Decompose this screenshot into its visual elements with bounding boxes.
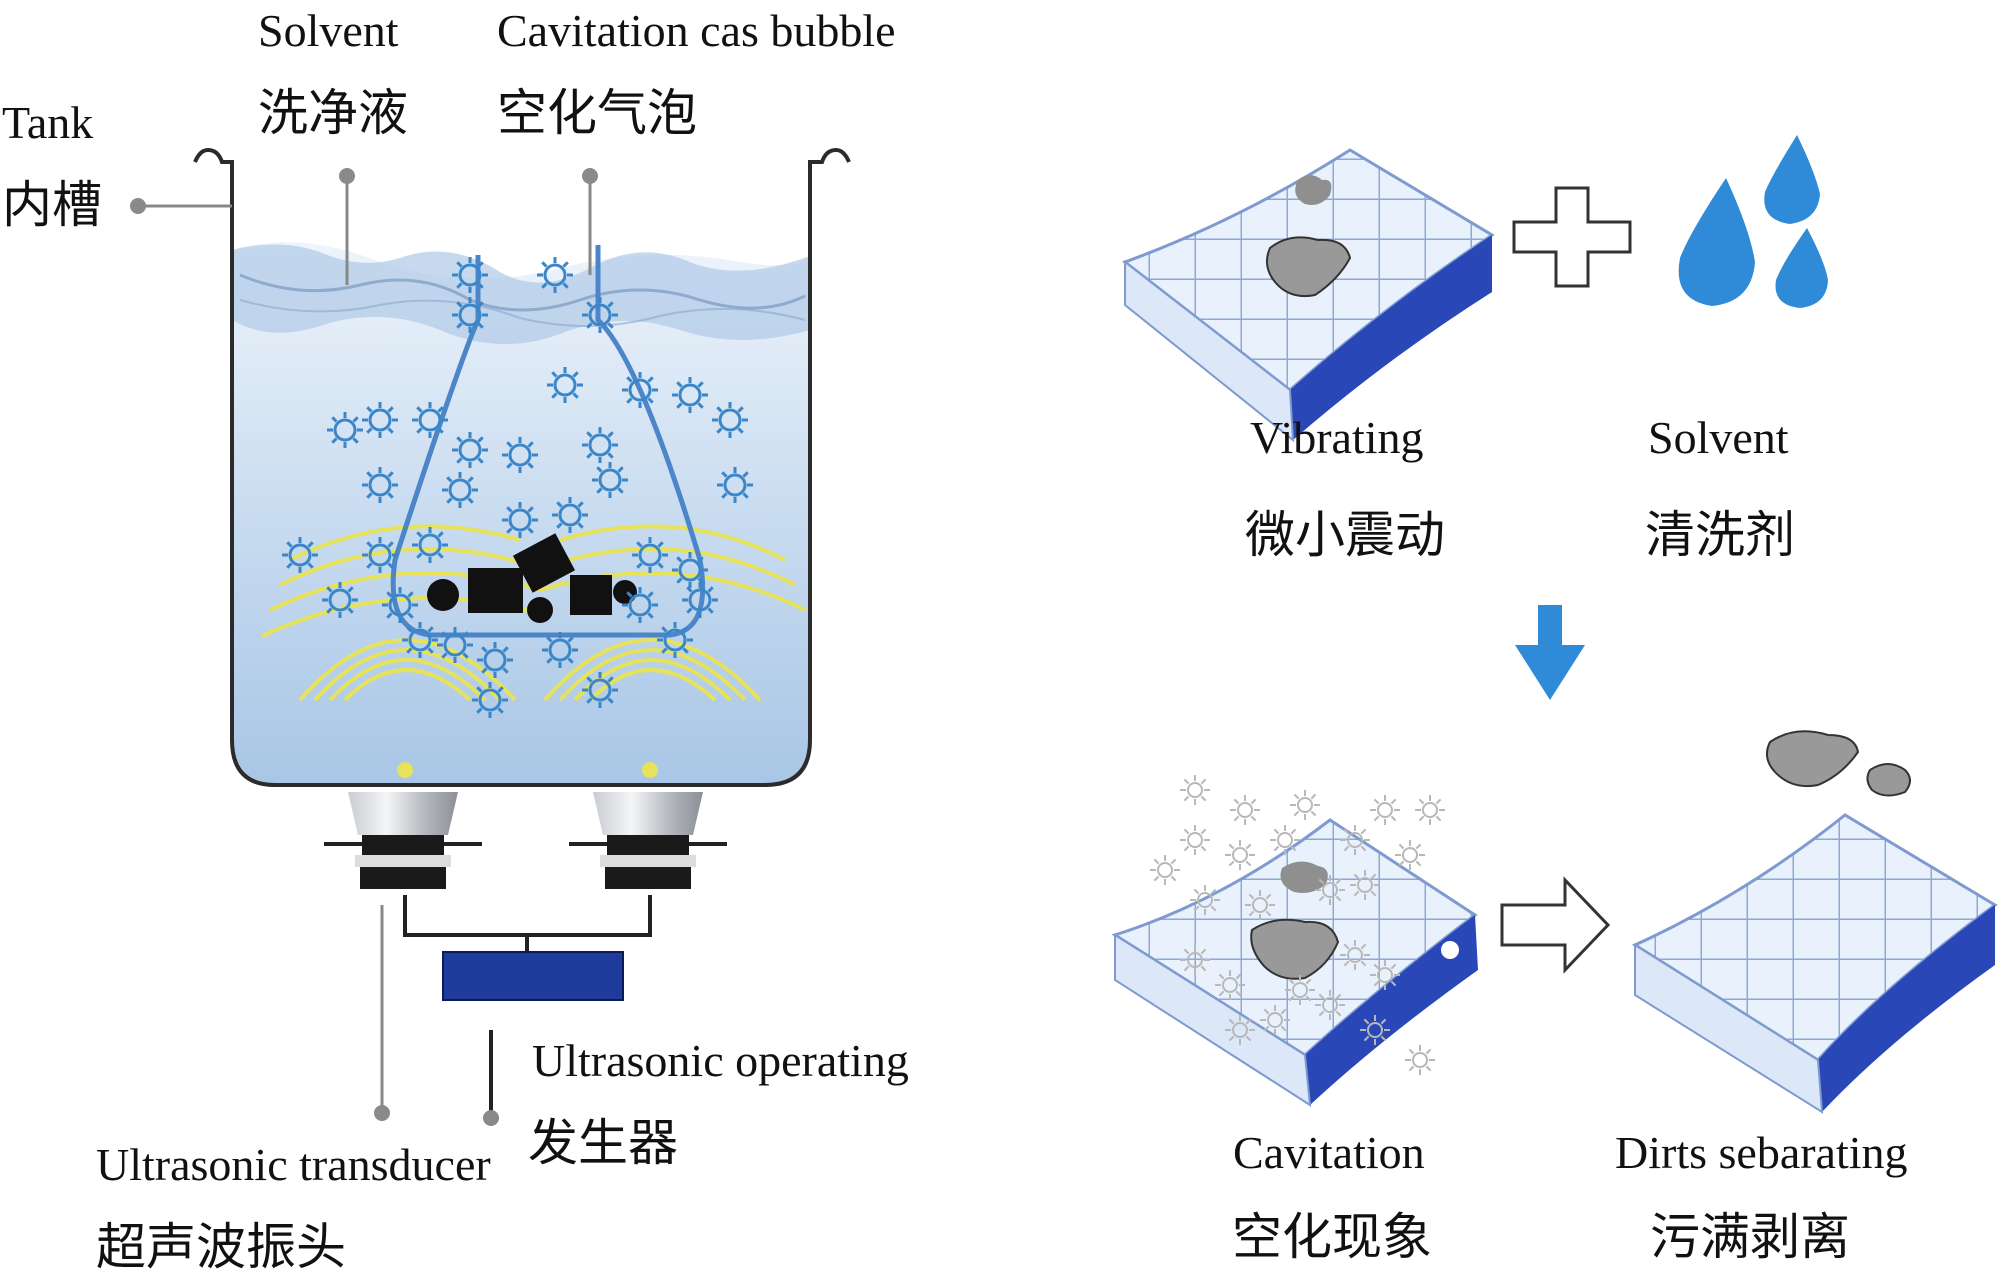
bubble-icon xyxy=(1190,885,1220,915)
bubble-icon xyxy=(412,402,448,438)
bubble-icon xyxy=(712,402,748,438)
cavitation-bubbles xyxy=(282,257,753,718)
water-surface xyxy=(232,244,810,345)
transducer-label-cn: 超声波振头 xyxy=(96,1218,346,1276)
bubble-icon xyxy=(717,467,753,503)
bubble-icon xyxy=(1180,825,1210,855)
bubble-icon xyxy=(1215,970,1245,1000)
bubble-icon xyxy=(632,537,668,573)
bubble-icon xyxy=(1405,1045,1435,1075)
bubble-icon xyxy=(382,587,418,623)
cavitation-bubble-label-cn: 空化气泡 xyxy=(497,84,697,142)
bubble-icon xyxy=(682,582,718,618)
bubble-icon xyxy=(552,497,588,533)
bubble-icon xyxy=(1340,940,1370,970)
bubble-icon xyxy=(402,622,438,658)
bubble-icon xyxy=(1230,795,1260,825)
cavitation-bubble-label: Cavitation cas bubble xyxy=(497,5,896,56)
bubble-icon xyxy=(582,297,618,333)
bubble-icon xyxy=(1290,790,1320,820)
bubble-icon xyxy=(282,537,318,573)
bubble-icon xyxy=(672,377,708,413)
right-solvent-label: Solvent xyxy=(1648,412,1789,463)
bubble-icon xyxy=(592,462,628,498)
dirt-separating-label-cn: 污满剥离 xyxy=(1650,1208,1850,1266)
bubble-icon xyxy=(472,682,508,718)
bubble-icon xyxy=(1150,855,1180,885)
bubble-icon xyxy=(622,587,658,623)
cavitation-label: Cavitation xyxy=(1233,1127,1425,1178)
bubble-icon xyxy=(1370,960,1400,990)
bubble-icon xyxy=(547,367,583,403)
cavitation-label-cn: 空化现象 xyxy=(1232,1208,1432,1266)
bubble-icon xyxy=(412,527,448,563)
bubble-icon xyxy=(442,472,478,508)
dirt-separating-label: Dirts sebarating xyxy=(1615,1127,1908,1178)
plus-icon xyxy=(1512,186,1632,288)
bubble-icon xyxy=(537,257,573,293)
transducer-label: Ultrasonic transducer xyxy=(96,1139,491,1190)
solvent-label-cn: 洗净液 xyxy=(258,84,408,142)
ultrasonic-generator xyxy=(442,951,624,1001)
vibrating-label: Vibrating xyxy=(1250,412,1424,463)
tank-label-cn: 内槽 xyxy=(2,176,102,234)
vibrating-surface xyxy=(1121,148,1495,443)
bubble-icon xyxy=(452,257,488,293)
water-drops-icon xyxy=(1678,135,1828,308)
right-arrow-icon xyxy=(1500,876,1611,974)
bubble-icon xyxy=(1260,1005,1290,1035)
tank-label: Tank xyxy=(2,97,94,148)
bubble-icon xyxy=(542,632,578,668)
bubble-icon xyxy=(1180,945,1210,975)
bubble-icon xyxy=(672,552,708,588)
down-arrow-icon xyxy=(1515,605,1585,700)
bubble-icon xyxy=(477,642,513,678)
bubble-icon xyxy=(322,582,358,618)
bubble-icon xyxy=(452,297,488,333)
bubble-icon xyxy=(1340,825,1370,855)
cavitation-sparkles xyxy=(1150,775,1445,1075)
bubble-icon xyxy=(1225,1015,1255,1045)
bubble-icon xyxy=(1370,795,1400,825)
bubble-icon xyxy=(1225,840,1255,870)
leader-dots xyxy=(130,168,598,1126)
bubble-icon xyxy=(1315,990,1345,1020)
bubble-icon xyxy=(502,502,538,538)
generator-label-cn: 发生器 xyxy=(528,1114,678,1172)
bubble-icon xyxy=(1350,870,1380,900)
solvent-label: Solvent xyxy=(258,5,399,56)
ultrasonic-transducer-icon xyxy=(324,792,727,889)
bubble-icon xyxy=(502,437,538,473)
generator-label: Ultrasonic operating xyxy=(532,1035,909,1086)
wiring xyxy=(403,895,652,1115)
bubble-icon xyxy=(1245,890,1275,920)
bubble-icon xyxy=(622,372,658,408)
bubble-icon xyxy=(362,467,398,503)
right-solvent-label-cn: 清洗剂 xyxy=(1645,506,1795,564)
tank-wall xyxy=(193,147,851,787)
bubble-icon xyxy=(1360,1015,1390,1045)
bubble-icon xyxy=(362,402,398,438)
bubble-icon xyxy=(1395,840,1425,870)
bubble-icon xyxy=(582,672,618,708)
bubble-icon xyxy=(657,622,693,658)
cavitation-surface xyxy=(1111,818,1478,1107)
bubble-icon xyxy=(362,537,398,573)
bubble-icon xyxy=(1315,875,1345,905)
bubble-icon xyxy=(1285,975,1315,1005)
bubble-icon xyxy=(437,627,473,663)
clean-surface xyxy=(1631,730,1998,1114)
bubble-icon xyxy=(1180,775,1210,805)
bubble-icon xyxy=(1270,825,1300,855)
bubble-icon xyxy=(327,412,363,448)
leader-lines xyxy=(140,180,592,1110)
vibrating-label-cn: 微小震动 xyxy=(1245,506,1445,564)
bubble-icon xyxy=(582,427,618,463)
bubble-icon xyxy=(452,432,488,468)
flow-cone xyxy=(390,245,706,638)
bubble-icon xyxy=(1415,795,1445,825)
